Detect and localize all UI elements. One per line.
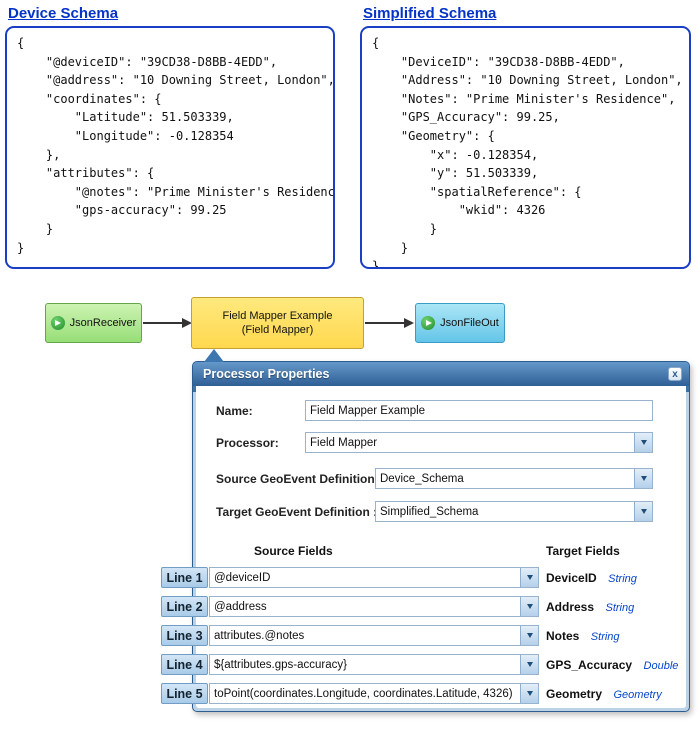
dialog-title: Processor Properties <box>203 367 330 381</box>
flow-node-label: JsonReceiver <box>69 317 137 329</box>
source-definition-value: Device_Schema <box>380 472 464 485</box>
name-input[interactable] <box>305 400 653 421</box>
chevron-down-icon[interactable] <box>520 684 538 703</box>
device-schema-box: { "@deviceID": "39CD38-D8BB-4EDD", "@add… <box>5 26 335 269</box>
chevron-down-icon[interactable] <box>520 597 538 616</box>
target-field-name: Address <box>546 600 595 614</box>
source-field-value: @deviceID <box>214 571 271 584</box>
close-icon[interactable]: x <box>668 367 682 381</box>
source-definition-select[interactable]: Device_Schema <box>375 468 653 489</box>
source-field-value: toPoint(coordinates.Longitude, coordinat… <box>214 687 513 700</box>
chevron-down-icon[interactable] <box>634 502 652 521</box>
chevron-down-icon[interactable] <box>520 626 538 645</box>
source-field-select-3[interactable]: attributes.@notes <box>209 625 539 646</box>
target-field-1: DeviceID String <box>546 567 637 588</box>
target-field-name: Geometry <box>546 687 603 701</box>
target-field-name: Notes <box>546 629 580 643</box>
target-field-name: DeviceID <box>546 571 597 585</box>
line-annotation-chip: Line 5 <box>161 683 208 704</box>
line-annotation-chip: Line 1 <box>161 567 208 588</box>
target-definition-select[interactable]: Simplified_Schema <box>375 501 653 522</box>
source-field-select-1[interactable]: @deviceID <box>209 567 539 588</box>
chevron-down-icon[interactable] <box>520 568 538 587</box>
target-field-name: GPS_Accuracy <box>546 658 633 672</box>
flow-node-label: JsonFileOut <box>440 317 499 329</box>
target-field-type: String <box>608 573 637 585</box>
chevron-down-icon[interactable] <box>520 655 538 674</box>
flow-node-json-receiver[interactable]: JsonReceiver <box>45 303 142 343</box>
source-field-value: attributes.@notes <box>214 629 305 642</box>
flow-node-sublabel: (Field Mapper) <box>241 324 314 336</box>
processor-properties-dialog: Processor Properties x Name: Processor: … <box>161 349 690 712</box>
processor-field-label: Processor: <box>216 436 279 450</box>
play-icon <box>50 316 65 330</box>
name-field-label: Name: <box>216 404 253 418</box>
simplified-schema-title: Simplified Schema <box>363 5 497 22</box>
target-field-2: Address String <box>546 596 634 617</box>
chevron-down-icon[interactable] <box>634 433 652 452</box>
line-annotation-chip: Line 2 <box>161 596 208 617</box>
target-field-5: Geometry Geometry <box>546 683 662 704</box>
device-schema-title: Device Schema <box>8 5 119 22</box>
source-definition-label: Source GeoEvent Definition : <box>216 472 383 486</box>
simplified-schema-box: { "DeviceID": "39CD38-D8BB-4EDD", "Addre… <box>360 26 691 269</box>
source-field-select-2[interactable]: @address <box>209 596 539 617</box>
processor-selected-value: Field Mapper <box>310 436 378 449</box>
target-definition-label: Target GeoEvent Definition : <box>216 505 378 519</box>
flow-node-label: Field Mapper Example <box>222 310 333 322</box>
target-field-3: Notes String <box>546 625 620 646</box>
source-field-value: @address <box>214 600 267 613</box>
chevron-down-icon[interactable] <box>634 469 652 488</box>
dialog-body: Name: Processor: Field Mapper Source Geo… <box>161 386 686 708</box>
flow-node-field-mapper[interactable]: Field Mapper Example (Field Mapper) <box>191 297 364 349</box>
dialog-titlebar[interactable]: Processor Properties x <box>193 362 689 386</box>
target-field-type: String <box>605 602 635 614</box>
line-annotation-chip: Line 4 <box>161 654 208 675</box>
target-fields-header: Target Fields <box>546 544 620 558</box>
target-field-type: Double <box>643 660 679 672</box>
play-icon <box>421 316 436 330</box>
source-field-value: ${attributes.gps-accuracy} <box>214 658 347 671</box>
source-fields-header: Source Fields <box>254 544 333 558</box>
target-definition-value: Simplified_Schema <box>380 505 479 518</box>
line-annotation-chip: Line 3 <box>161 625 208 646</box>
flow-node-json-fileout[interactable]: JsonFileOut <box>415 303 505 343</box>
source-field-select-4[interactable]: ${attributes.gps-accuracy} <box>209 654 539 675</box>
target-field-type: String <box>590 631 620 643</box>
target-field-4: GPS_Accuracy Double <box>546 654 678 675</box>
target-field-type: Geometry <box>613 689 662 701</box>
source-field-select-5[interactable]: toPoint(coordinates.Longitude, coordinat… <box>209 683 539 704</box>
dialog-callout-pointer <box>204 349 224 362</box>
processor-select[interactable]: Field Mapper <box>305 432 653 453</box>
